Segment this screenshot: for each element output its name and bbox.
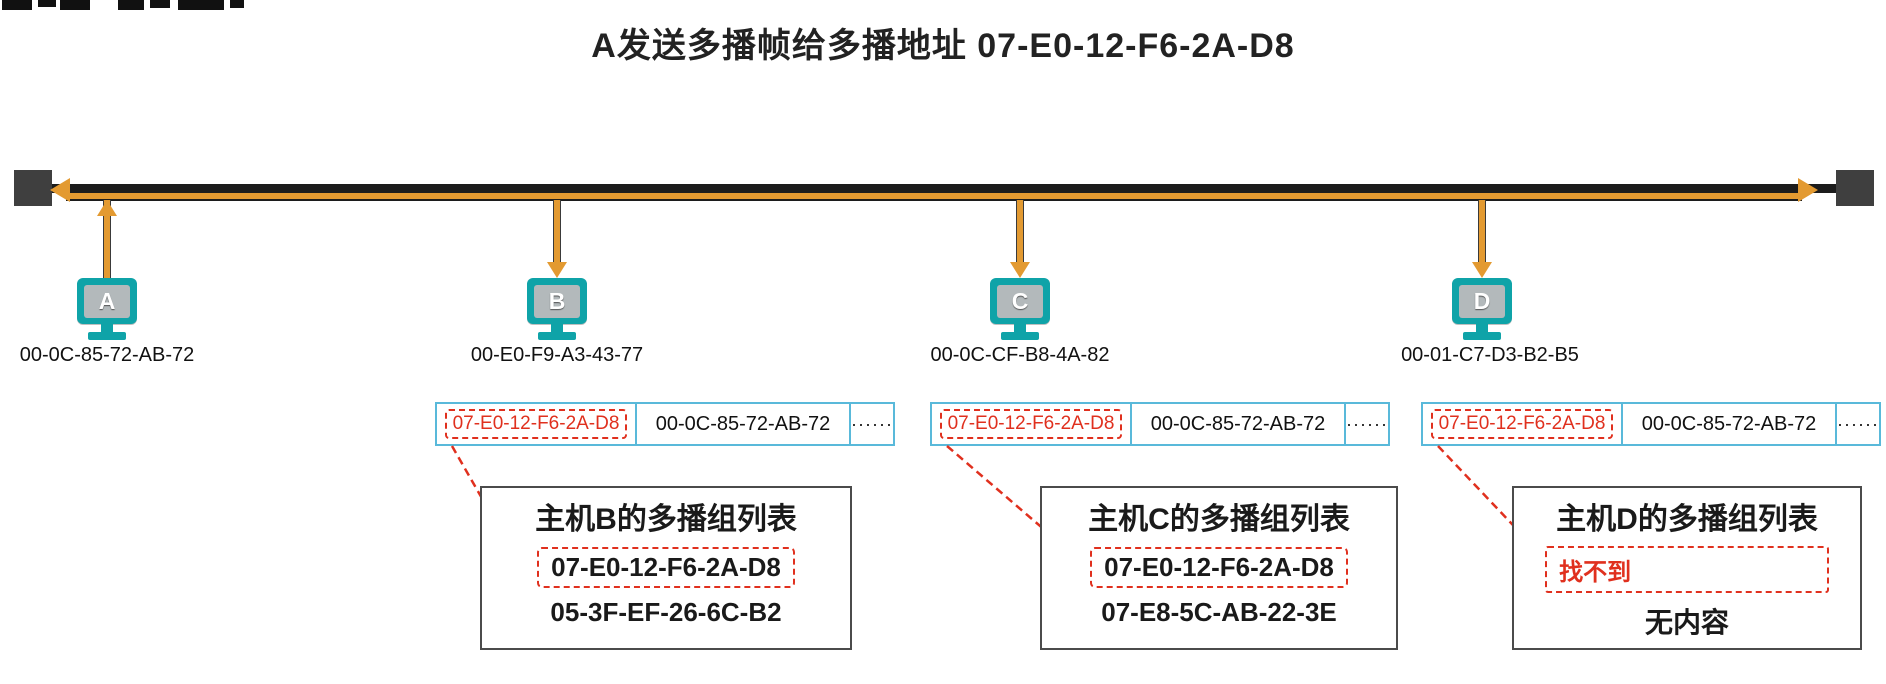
receive-arrow-down-icon-b: [547, 262, 567, 278]
host-b-label: B: [534, 284, 580, 318]
multicast-group-list-b: 主机B的多播组列表 07-E0-12-F6-2A-D8 05-3F-EF-26-…: [480, 486, 852, 650]
bus-line: [34, 184, 1846, 193]
host-c-label: C: [997, 284, 1043, 318]
signal-arrow-left-icon: [50, 178, 70, 202]
host-a-mac-address: 00-0C-85-72-AB-72: [19, 344, 195, 366]
host-d-icon: D: [1452, 278, 1512, 324]
ethernet-frame-at-d: 07-E0-12-F6-2A-D8 00-0C-85-72-AB-72 ····…: [1421, 402, 1881, 446]
frame-dest-address: 07-E0-12-F6-2A-D8: [444, 409, 628, 439]
host-d-base: [1463, 332, 1501, 340]
host-c-base: [1001, 332, 1039, 340]
host-a-stand: [101, 324, 113, 332]
host-d-label: D: [1459, 284, 1505, 318]
host-b-stand: [551, 324, 563, 332]
frame-src-address: 00-0C-85-72-AB-72: [1621, 404, 1835, 444]
group-entry-matched: 07-E0-12-F6-2A-D8: [1090, 547, 1348, 588]
ethernet-frame-at-c: 07-E0-12-F6-2A-D8 00-0C-85-72-AB-72 ····…: [930, 402, 1390, 446]
send-arrow-up-icon: [97, 200, 117, 216]
drop-line-host-c: [1016, 200, 1024, 262]
signal-arrow-right-icon: [1798, 178, 1818, 202]
group-entry-other: 07-E8-5C-AB-22-3E: [1101, 597, 1337, 627]
host-b-icon: B: [527, 278, 587, 324]
host-d-stand: [1476, 324, 1488, 332]
host-c-icon: C: [990, 278, 1050, 324]
receive-arrow-down-icon-d: [1472, 262, 1492, 278]
host-b-base: [538, 332, 576, 340]
bus-terminator-right: [1836, 170, 1874, 206]
frame-payload-ellipsis: ······: [1835, 404, 1879, 444]
drop-line-host-a: [103, 200, 111, 278]
group-list-title-c: 主机C的多播组列表: [1088, 503, 1350, 536]
drop-line-host-b: [553, 200, 561, 262]
group-list-title-b: 主机B的多播组列表: [535, 503, 797, 536]
diagram-title: A发送多播帧给多播地址 07-E0-12-F6-2A-D8: [591, 27, 1295, 65]
frame-src-address: 00-0C-85-72-AB-72: [1130, 404, 1344, 444]
frame-payload-ellipsis: ······: [1344, 404, 1388, 444]
group-entry-other: 05-3F-EF-26-6C-B2: [550, 597, 782, 627]
host-b-mac-address: 00-E0-F9-A3-43-77: [470, 344, 644, 366]
host-c-stand: [1014, 324, 1026, 332]
receive-arrow-down-icon-c: [1010, 262, 1030, 278]
empty-list-label: 无内容: [1644, 607, 1729, 638]
host-c-mac-address: 00-0C-CF-B8-4A-82: [930, 344, 1110, 366]
frame-dest-cell: 07-E0-12-F6-2A-D8: [1423, 404, 1621, 444]
frame-dest-address: 07-E0-12-F6-2A-D8: [939, 409, 1123, 439]
group-list-title-d: 主机D的多播组列表: [1556, 503, 1818, 536]
bus-signal-line: [66, 193, 1802, 201]
multicast-group-list-d: 主机D的多播组列表 找不到 无内容: [1512, 486, 1862, 650]
ethernet-frame-at-b: 07-E0-12-F6-2A-D8 00-0C-85-72-AB-72 ····…: [435, 402, 895, 446]
frame-dest-cell: 07-E0-12-F6-2A-D8: [932, 404, 1130, 444]
host-a-label: A: [84, 284, 130, 318]
bus-terminator-left: [14, 170, 52, 206]
host-a-icon: A: [77, 278, 137, 324]
frame-dest-cell: 07-E0-12-F6-2A-D8: [437, 404, 635, 444]
drop-line-host-d: [1478, 200, 1486, 262]
frame-dest-address: 07-E0-12-F6-2A-D8: [1430, 409, 1614, 439]
frame-src-address: 00-0C-85-72-AB-72: [635, 404, 849, 444]
frame-payload-ellipsis: ······: [849, 404, 893, 444]
host-a-base: [88, 332, 126, 340]
not-found-badge: 找不到: [1545, 546, 1829, 593]
multicast-group-list-c: 主机C的多播组列表 07-E0-12-F6-2A-D8 07-E8-5C-AB-…: [1040, 486, 1398, 650]
host-d-mac-address: 00-01-C7-D3-B2-B5: [1401, 344, 1579, 366]
group-entry-matched: 07-E0-12-F6-2A-D8: [537, 547, 795, 588]
